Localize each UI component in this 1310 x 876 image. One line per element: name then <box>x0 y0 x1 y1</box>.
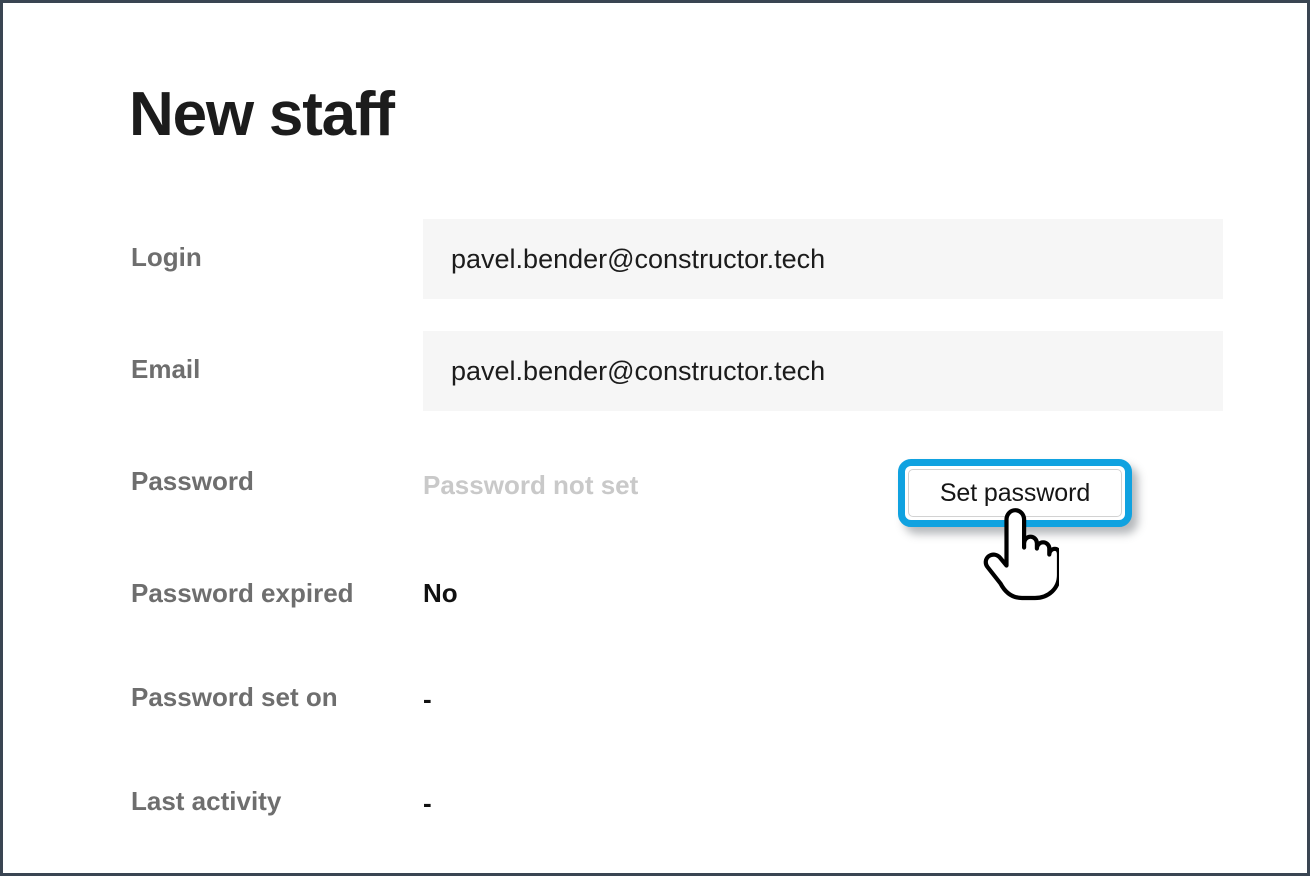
page-title: New staff <box>129 79 395 149</box>
set-password-button[interactable]: Set password <box>908 469 1122 517</box>
login-input-value: pavel.bender@constructor.tech <box>451 244 826 274</box>
staff-details-form: Login pavel.bender@constructor.tech Emai… <box>3 3 1307 873</box>
last-activity-value: - <box>423 788 432 818</box>
password-set-on-value: - <box>423 684 432 714</box>
email-input-value: pavel.bender@constructor.tech <box>451 356 826 386</box>
email-input[interactable]: pavel.bender@constructor.tech <box>423 331 1223 411</box>
password-expired-value: No <box>423 578 458 608</box>
label-password: Password <box>131 466 254 496</box>
label-last-activity: Last activity <box>131 786 282 816</box>
login-input[interactable]: pavel.bender@constructor.tech <box>423 219 1223 299</box>
label-password-expired: Password expired <box>131 578 354 608</box>
password-status-text: Password not set <box>423 470 639 500</box>
label-login: Login <box>131 242 202 272</box>
label-email: Email <box>131 354 201 384</box>
set-password-highlight-ring: Set password <box>898 459 1132 527</box>
label-password-set-on: Password set on <box>131 682 338 712</box>
